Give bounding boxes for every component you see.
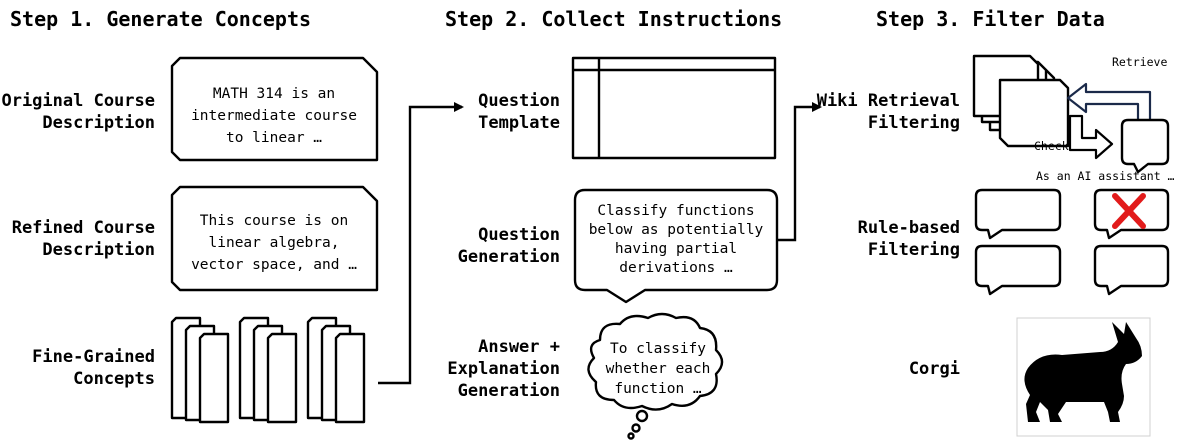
wiki-speech-bubble-icon <box>1120 118 1170 174</box>
wiki-label-line2: Filtering <box>868 113 960 133</box>
question-text-line1: Classify functions <box>597 203 754 219</box>
rule-bubble-1 <box>974 188 1062 240</box>
corgi-silhouette-icon <box>1024 322 1142 422</box>
answer-label-line1: Answer + <box>478 337 560 357</box>
template-label-line2: Template <box>478 113 560 133</box>
refined-document-icon <box>170 185 379 292</box>
wiki-caption: As an AI assistant … <box>1036 169 1175 183</box>
answer-explanation-generation: Answer + Explanation Generation To class… <box>447 312 724 440</box>
concepts-label-line1: Fine-Grained <box>32 347 155 367</box>
thought-cloud-icon <box>587 312 724 440</box>
answer-text-line3: function … <box>614 381 702 397</box>
fine-grained-concepts: Fine-Grained Concepts <box>32 316 366 424</box>
answer-label-line3: Generation <box>458 381 560 401</box>
reject-cross-icon <box>1112 193 1146 229</box>
rule-bubble-4 <box>1093 244 1170 296</box>
check-label: Check <box>1034 139 1069 153</box>
original-text-line2: intermediate course <box>191 108 357 124</box>
refined-text-line1: This course is on <box>200 213 348 229</box>
concepts-to-template-arrow <box>378 102 464 385</box>
answer-text-line2: whether each <box>606 361 711 377</box>
retrieve-arrow-icon <box>1066 82 1152 124</box>
original-document-icon <box>170 56 379 162</box>
wiki-retrieval-filtering: Wiki Retrieval Filtering Retrieve Check … <box>817 54 1175 183</box>
rule-bubble-3 <box>974 244 1062 296</box>
template-label-line1: Question <box>478 91 560 111</box>
original-text-line3: to linear … <box>226 130 322 146</box>
original-label-line1: Original Course <box>1 91 155 111</box>
refined-course-description: Refined Course Description This course i… <box>12 185 379 292</box>
refined-label-line1: Refined Course <box>12 218 155 238</box>
step1-title: Step 1. Generate Concepts <box>10 7 311 31</box>
original-text-line1: MATH 314 is an <box>213 86 335 102</box>
concept-card-stacks <box>170 316 366 424</box>
rule-label-line1: Rule-based <box>858 218 960 238</box>
question-to-wiki-arrow <box>778 102 822 242</box>
concept-stack-2 <box>238 316 298 424</box>
refined-text-line2: linear algebra, <box>209 235 340 251</box>
corgi-label: Corgi <box>909 359 960 379</box>
original-label-line2: Description <box>42 113 155 133</box>
question-label-line2: Generation <box>458 247 560 267</box>
step2-title: Step 2. Collect Instructions <box>445 7 782 31</box>
refined-text-line3: vector space, and … <box>191 257 357 273</box>
rule-label-line2: Filtering <box>868 240 960 260</box>
concept-card <box>198 332 230 424</box>
wiki-label-line1: Wiki Retrieval <box>817 91 960 111</box>
concepts-label-line2: Concepts <box>73 369 155 389</box>
rule-based-filtering: Rule-based Filtering <box>858 188 1170 296</box>
concept-card <box>266 332 298 424</box>
concept-stack-3 <box>306 316 366 424</box>
answer-text-line1: To classify <box>610 341 706 357</box>
question-text-line2: below as potentially <box>589 222 764 238</box>
question-text-line4: derivations … <box>619 260 733 276</box>
table-icon <box>571 56 777 160</box>
concept-stack-1 <box>170 316 230 424</box>
question-template: Question Template <box>478 56 777 160</box>
check-arrow-icon <box>1068 114 1114 160</box>
refined-label-line2: Description <box>42 240 155 260</box>
step3-title: Step 3. Filter Data <box>876 7 1105 31</box>
concept-card <box>334 332 366 424</box>
question-text-line3: having partial <box>615 241 737 257</box>
original-course-description: Original Course Description MATH 314 is … <box>1 56 379 162</box>
retrieve-label: Retrieve <box>1112 55 1167 69</box>
question-generation: Question Generation Classify functions b… <box>458 188 779 304</box>
corgi-example: Corgi <box>909 317 1151 437</box>
question-speech-bubble-icon <box>573 188 779 304</box>
answer-label-line2: Explanation <box>447 359 560 379</box>
question-label-line1: Question <box>478 225 560 245</box>
stacked-pages-icon <box>972 54 1070 148</box>
